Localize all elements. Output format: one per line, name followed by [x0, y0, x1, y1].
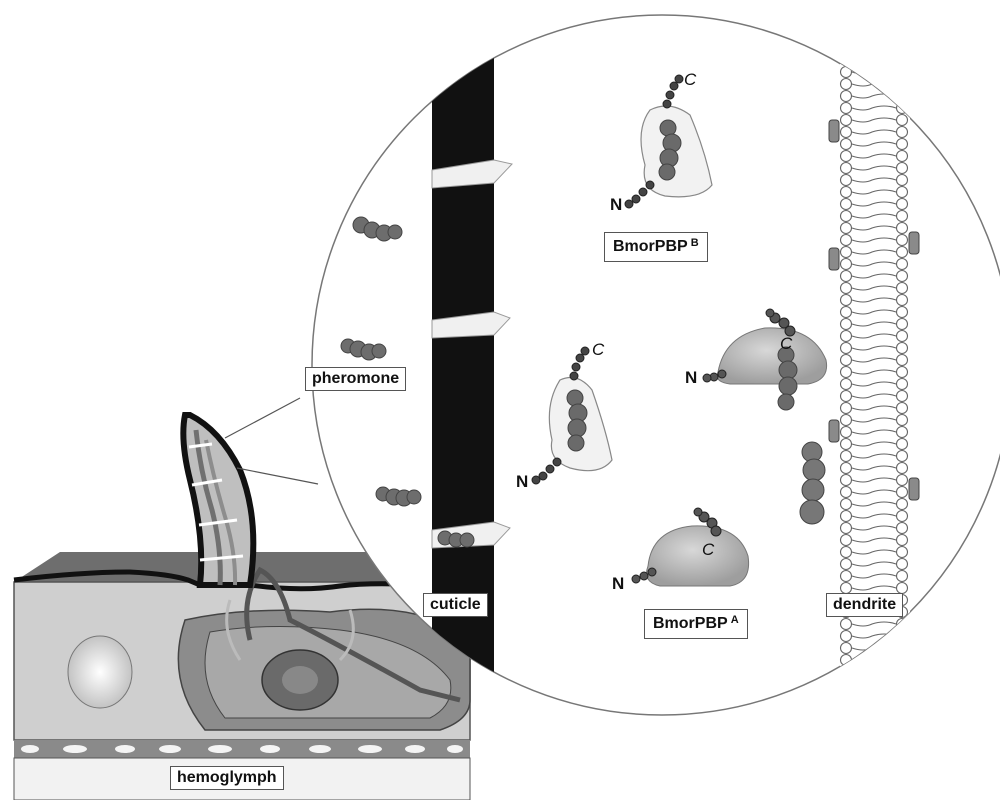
n-terminus-label-top: N [610, 195, 622, 215]
pbp-a-label-text: BmorPBP [653, 615, 728, 632]
pbp-b-label-text: BmorPBP [613, 238, 688, 255]
n-terminus-label-upper-a: N [685, 368, 697, 388]
c-terminus-label-middle: C [592, 340, 604, 360]
zoom-line-upper [225, 398, 300, 438]
n-terminus-label-middle: N [516, 472, 528, 492]
pbp-b-label-superscript: B [691, 237, 699, 249]
dendrite-membrane [840, 0, 910, 800]
pheromone-label: pheromone [305, 367, 406, 391]
hemoglymph-label: hemoglymph [170, 766, 284, 790]
c-terminus-label-top: C [684, 70, 696, 90]
c-terminus-label-lower-a: C [702, 540, 714, 560]
n-terminus-label-lower-a: N [612, 574, 624, 594]
dendrite-label: dendrite [826, 593, 903, 617]
cuticle-label: cuticle [423, 593, 488, 617]
c-terminus-label-upper-a: C [780, 334, 792, 354]
pbp-a-label-superscript: A [731, 614, 739, 626]
zoom-line-lower [237, 468, 318, 484]
